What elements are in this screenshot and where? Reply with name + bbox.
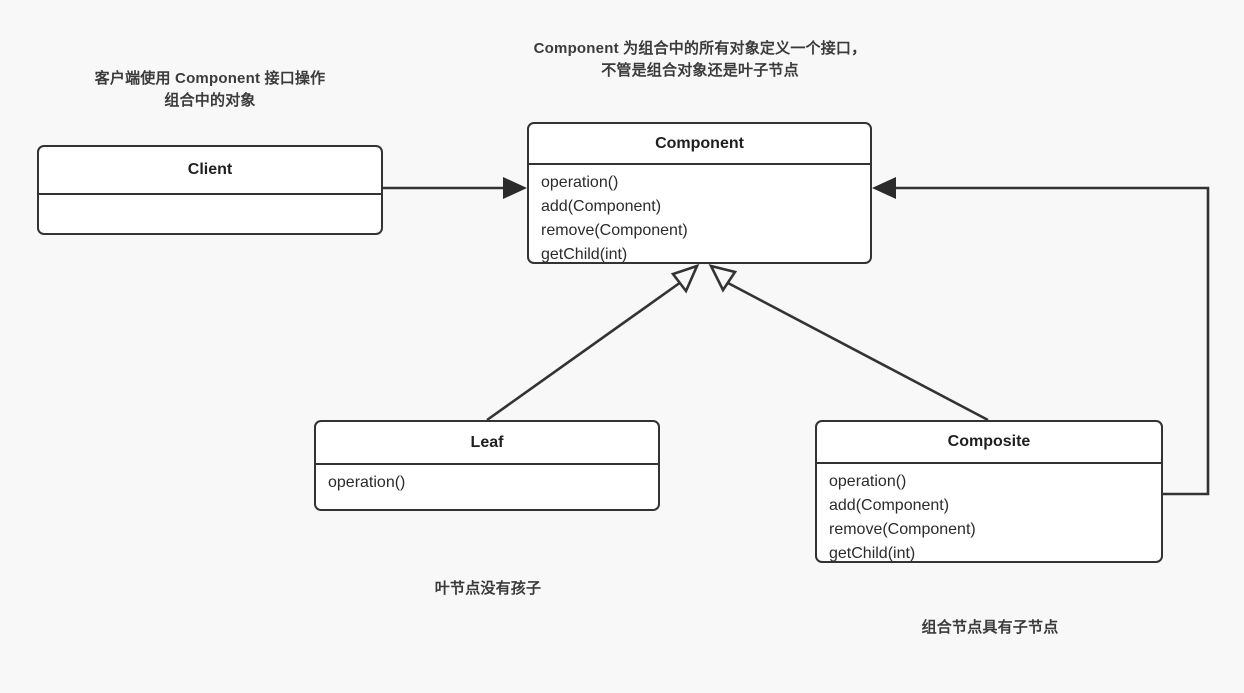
class-member: getChild(int) [541, 246, 628, 263]
class-member: operation() [328, 474, 406, 491]
class-member: add(Component) [541, 198, 662, 215]
class-members-composite: operation() add(Component) remove(Componen… [817, 464, 1161, 570]
edge-client-to-component [383, 177, 527, 199]
class-name-leaf: Leaf [470, 433, 504, 451]
class-member: remove(Component) [541, 222, 688, 239]
edge-composite-to-component [708, 264, 989, 422]
annotation-composite-caption: 组合节点具有子节点 [921, 619, 1059, 636]
class-box-composite[interactable]: Composite operation() add(Component) remov… [815, 420, 1163, 563]
class-member: operation() [541, 174, 619, 191]
class-separator [529, 163, 870, 165]
class-member: operation() [829, 473, 907, 490]
class-members-component: operation() add(Component) remove(Componen… [529, 165, 870, 271]
edge-leaf-to-component [486, 263, 700, 422]
class-box-client[interactable]: Client [37, 145, 383, 235]
annotation-component-note: Component 为组合中的所有对象定义一个接口， 不管是组合对象还是叶子节点 [533, 40, 867, 79]
annotation-client-note: 客户端使用 Component 接口操作 组合中的对象 [94, 70, 326, 109]
class-separator [39, 193, 381, 195]
class-name-component: Component [655, 134, 744, 152]
class-members-leaf: operation() [316, 465, 658, 499]
class-box-component[interactable]: Component operation() add(Component) remov… [527, 122, 872, 264]
class-box-leaf[interactable]: Leaf operation() [314, 420, 660, 511]
class-member: add(Component) [829, 497, 950, 514]
class-separator [316, 463, 658, 465]
class-member: getChild(int) [829, 545, 916, 562]
class-members-client [39, 195, 381, 205]
class-member: remove(Component) [829, 521, 976, 538]
class-name-client: Client [187, 161, 233, 178]
annotation-leaf-caption: 叶节点没有孩子 [434, 580, 542, 597]
class-name-composite: Composite [947, 433, 1031, 450]
